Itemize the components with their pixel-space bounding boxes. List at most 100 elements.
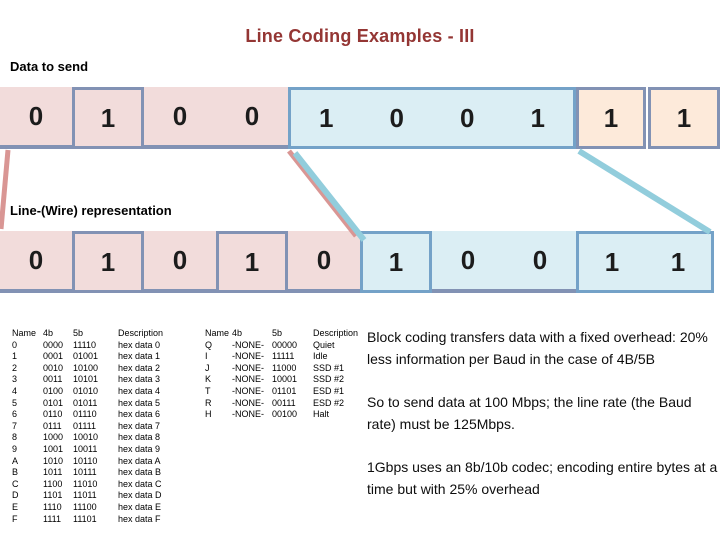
cell-name: 9 bbox=[12, 443, 18, 454]
table-row: 7 0111 01111 hex data 7 bbox=[12, 421, 163, 433]
cell-description: Halt bbox=[313, 409, 330, 420]
column-header: Description bbox=[118, 328, 164, 338]
cell-4b: 1111 bbox=[43, 513, 62, 524]
column-header: 5b bbox=[73, 328, 84, 338]
table-row: A 1010 10110 hex data A bbox=[12, 456, 163, 468]
cell-description: hex data 9 bbox=[118, 443, 161, 454]
cell-name: I bbox=[205, 351, 208, 362]
cell-name: Q bbox=[205, 339, 213, 350]
cell-description: hex data 3 bbox=[118, 374, 161, 385]
table-row: 0 0000 11110 hex data 0 bbox=[12, 340, 163, 352]
cell-4b: 0000 bbox=[43, 339, 64, 350]
cell-5b: 11100 bbox=[73, 501, 97, 512]
cell-description: hex data B bbox=[118, 467, 162, 478]
notes-block: Block coding transfers data with a fixed… bbox=[367, 327, 719, 522]
note-paragraph: 1Gbps uses an 8b/10b codec; encoding ent… bbox=[367, 459, 718, 497]
cell-description: hex data D bbox=[118, 490, 162, 501]
cell-5b: 11011 bbox=[73, 490, 97, 501]
cell-name: 2 bbox=[12, 362, 18, 373]
cell-5b: 11010 bbox=[73, 478, 98, 489]
bit-cell: 0 bbox=[144, 231, 216, 293]
cell-name: R bbox=[205, 397, 212, 408]
table-row: 5 0101 01011 hex data 5 bbox=[12, 398, 163, 410]
bit-cell: 0 bbox=[288, 231, 360, 293]
cell-gap bbox=[714, 231, 720, 293]
cell-4b: 1001 bbox=[43, 443, 64, 454]
cell-4b: 0001 bbox=[43, 351, 64, 362]
column-header: Name bbox=[205, 328, 230, 338]
cell-4b: 1000 bbox=[43, 432, 64, 443]
cell-5b: 00100 bbox=[272, 409, 298, 420]
table-row: T -NONE- 01101 ESD #1 bbox=[205, 386, 358, 398]
cell-description: hex data 2 bbox=[118, 362, 161, 373]
bit-cell: 1 bbox=[216, 231, 288, 293]
cell-description: hex data 8 bbox=[118, 432, 161, 443]
bit-cell: 1 bbox=[648, 87, 720, 149]
bit-value: 0 bbox=[28, 101, 44, 131]
bit-cell: 1 bbox=[72, 231, 144, 293]
cell-5b: 01011 bbox=[73, 397, 98, 408]
cell-description: hex data F bbox=[118, 513, 161, 524]
cell-name: 8 bbox=[12, 432, 18, 443]
cell-name: J bbox=[205, 362, 210, 373]
cell-5b: 01001 bbox=[73, 351, 99, 362]
bit-value: 1 bbox=[530, 103, 545, 133]
bit-value: 1 bbox=[388, 247, 404, 277]
cell-4b: 1110 bbox=[43, 501, 62, 512]
column-header: Name bbox=[12, 328, 37, 338]
bit-value: 0 bbox=[460, 245, 476, 275]
bit-cell: 0 bbox=[0, 87, 72, 149]
cell-4b: -NONE- bbox=[232, 397, 264, 408]
cell-4b: 0111 bbox=[43, 420, 62, 431]
data-to-send-label: Data to send bbox=[10, 59, 89, 74]
cell-5b: 10101 bbox=[73, 374, 99, 385]
cell-name: 6 bbox=[12, 409, 18, 420]
cell-5b: 11110 bbox=[73, 339, 97, 350]
cell-description: Idle bbox=[313, 351, 328, 362]
cell-4b: 0011 bbox=[43, 374, 63, 385]
bit-value: 0 bbox=[532, 245, 548, 275]
cell-5b: 10001 bbox=[272, 374, 298, 385]
bit-cell: 1 bbox=[72, 87, 144, 149]
column-header: 4b bbox=[232, 328, 243, 338]
cell-5b: 11000 bbox=[272, 362, 297, 373]
cell-5b: 01111 bbox=[73, 420, 97, 431]
cell-name: 1 bbox=[12, 351, 18, 362]
bit-value: 0 bbox=[172, 101, 188, 131]
connector-blue-right bbox=[577, 148, 712, 235]
column-header: 5b bbox=[272, 328, 283, 338]
cell-5b: 10011 bbox=[73, 443, 98, 454]
cell-name: A bbox=[12, 455, 19, 466]
bit-cell: 0 bbox=[144, 87, 216, 149]
table-row: R -NONE- 00111 ESD #2 bbox=[205, 398, 358, 410]
cell-4b: -NONE- bbox=[232, 339, 264, 350]
table-row: 2 0010 10100 hex data 2 bbox=[12, 363, 163, 375]
cell-description: hex data 4 bbox=[118, 385, 161, 396]
table-row: D 1101 11011 hex data D bbox=[12, 490, 163, 502]
bit-cell: 0 bbox=[432, 231, 504, 293]
cell-description: hex data 6 bbox=[118, 409, 161, 420]
table-row: 1 0001 01001 hex data 1 bbox=[12, 351, 163, 363]
cell-5b: 10111 bbox=[73, 467, 97, 478]
cell-5b: 11111 bbox=[272, 351, 295, 362]
cell-4b: -NONE- bbox=[232, 374, 264, 385]
cell-name: 4 bbox=[12, 385, 18, 396]
cell-5b: 01010 bbox=[73, 385, 99, 396]
bit-value: 1 bbox=[100, 103, 116, 133]
data-waveform: 0 1 0 0 1 0 0 1 1 1 bbox=[0, 87, 720, 149]
cell-4b: 1011 bbox=[43, 467, 63, 478]
cell-name: H bbox=[205, 409, 212, 420]
table-row: I -NONE- 11111 Idle bbox=[205, 351, 358, 363]
table-row: C 1100 11010 hex data C bbox=[12, 479, 163, 491]
connector-pink-mid bbox=[287, 149, 358, 238]
cell-description: ESD #1 bbox=[313, 385, 345, 396]
cell-name: T bbox=[205, 385, 211, 396]
cell-description: Quiet bbox=[313, 339, 335, 350]
table-row: F 1111 11101 hex data F bbox=[12, 514, 163, 526]
bit-value: 0 bbox=[244, 101, 260, 131]
bit-value: 1 bbox=[603, 103, 619, 133]
